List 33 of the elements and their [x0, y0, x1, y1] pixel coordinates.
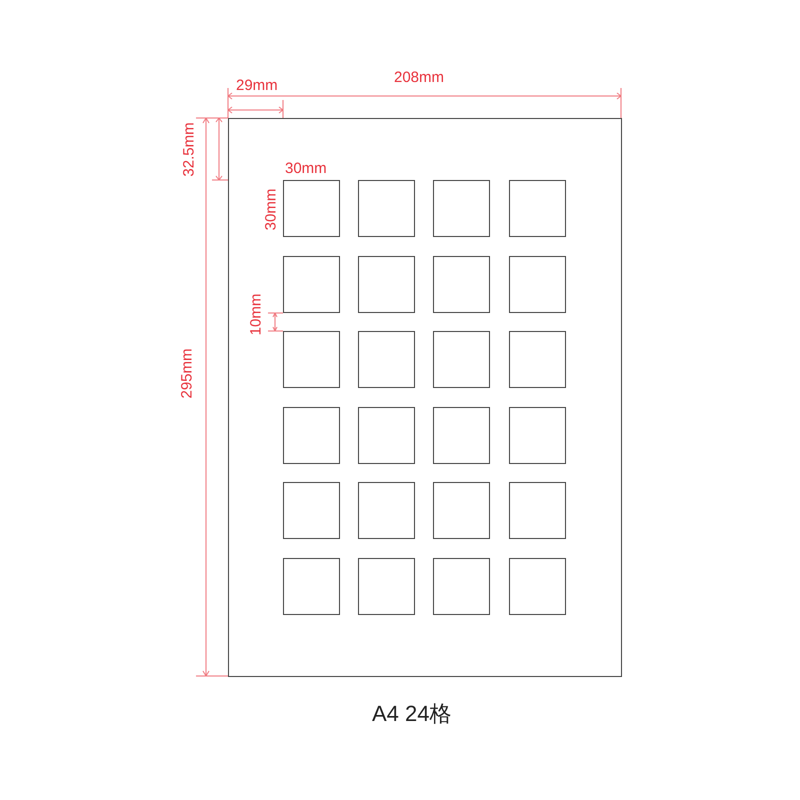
label-square [358, 180, 415, 237]
label-square [283, 407, 340, 464]
dimension-label: 30mm [285, 161, 327, 176]
label-square [283, 180, 340, 237]
label-square [509, 407, 566, 464]
label-square [358, 558, 415, 615]
label-square [509, 331, 566, 388]
label-square [509, 558, 566, 615]
label-square [283, 256, 340, 313]
label-square [509, 180, 566, 237]
label-square [433, 482, 490, 539]
label-square [433, 256, 490, 313]
label-square [283, 558, 340, 615]
label-square [358, 407, 415, 464]
label-square [283, 482, 340, 539]
label-square [509, 256, 566, 313]
dimension-label: 32.5mm [182, 122, 197, 176]
sheet-outline [228, 118, 622, 677]
dimension-label: 10mm [248, 293, 264, 335]
caption: A4 24格 [372, 703, 452, 725]
dimension-label: 29mm [236, 78, 278, 93]
label-square [433, 407, 490, 464]
dimension-label: 30mm [263, 188, 278, 230]
label-square [433, 331, 490, 388]
label-square [509, 482, 566, 539]
label-square [283, 331, 340, 388]
label-square [433, 180, 490, 237]
label-square [358, 482, 415, 539]
dimension-label: 208mm [394, 70, 444, 85]
label-square [358, 331, 415, 388]
dimension-label: 295mm [180, 348, 195, 398]
label-square [358, 256, 415, 313]
label-square [433, 558, 490, 615]
